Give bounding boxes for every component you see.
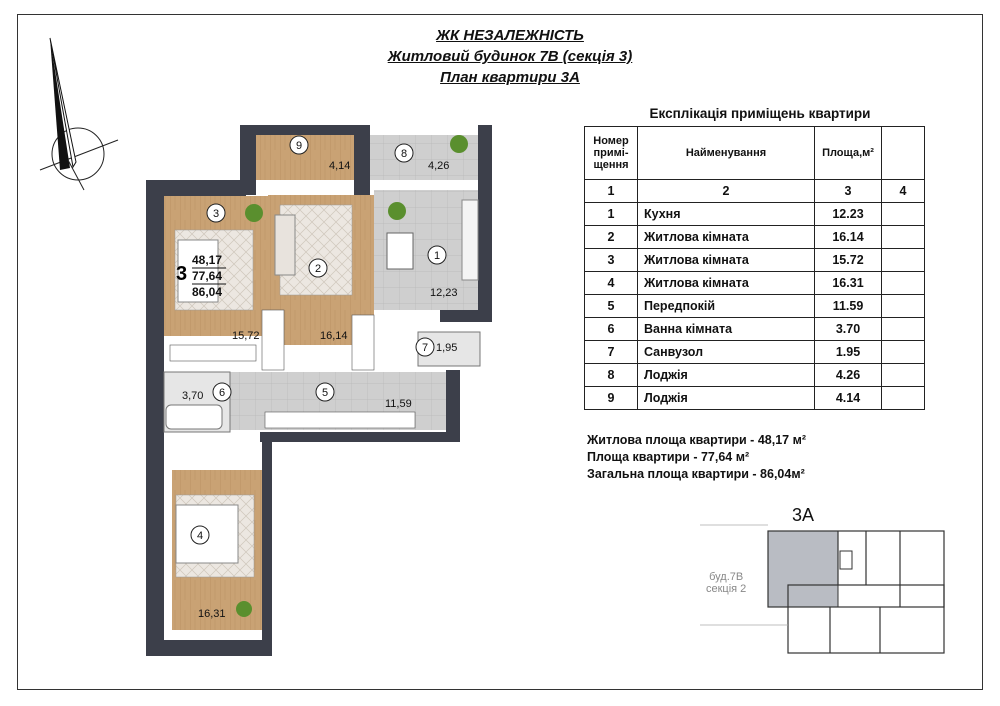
room-4-area: 16,31	[198, 608, 226, 620]
room-num: 9	[584, 386, 638, 410]
room-name: Лоджія	[637, 386, 815, 410]
index-cell: 2	[637, 179, 815, 203]
room-area: 12.23	[814, 202, 882, 226]
room-3-area: 15,72	[232, 330, 260, 342]
col-extra-header	[881, 126, 925, 180]
room-extra	[881, 317, 925, 341]
col-area-header: Площа,м²	[814, 126, 882, 180]
room-3-number: 3	[213, 208, 219, 220]
explication-table: Номер примі- щення Найменування Площа,м²…	[584, 126, 925, 410]
room-name: Санвузол	[637, 340, 815, 364]
room-num: 5	[584, 294, 638, 318]
room-8-area: 4,26	[428, 160, 449, 172]
room-1-area: 12,23	[430, 287, 458, 299]
rooms-count: 3	[176, 263, 187, 285]
room-9-area: 4,14	[329, 160, 350, 172]
room-extra	[881, 363, 925, 387]
room-area: 11.59	[814, 294, 882, 318]
room-2-area: 16,14	[320, 330, 348, 342]
room-name: Кухня	[637, 202, 815, 226]
room-name: Житлова кімната	[637, 225, 815, 249]
building-title: Житловий будинок 7В (секція 3)	[387, 48, 633, 65]
room-areas: 12,23 16,14 15,72 16,31 11,59 3,70 1,95 …	[182, 160, 458, 620]
table-index-row: 1 2 3 4	[584, 179, 925, 203]
room-1-number: 1	[434, 250, 440, 262]
room-extra	[881, 386, 925, 410]
room-8-number: 8	[401, 148, 407, 160]
room-area: 3.70	[814, 317, 882, 341]
room-2-number: 2	[315, 263, 321, 275]
room-area: 4.14	[814, 386, 882, 410]
living-area-summary: Житлова площа квартири - 48,17 м²	[587, 433, 806, 447]
stamp-apartment-area: 77,64	[192, 269, 222, 283]
room-num: 2	[584, 225, 638, 249]
col-number-header: Номер примі- щення	[584, 126, 638, 180]
room-name: Житлова кімната	[637, 248, 815, 272]
table-header-row: Номер примі- щення Найменування Площа,м²	[584, 126, 925, 180]
apartment-stamp: 3 48,17 77,64 86,04	[176, 253, 226, 299]
stamp-total-area: 86,04	[192, 285, 222, 299]
col-name-header: Найменування	[637, 126, 815, 180]
room-9-number: 9	[296, 140, 302, 152]
room-extra	[881, 294, 925, 318]
room-num: 8	[584, 363, 638, 387]
floor-plan: 1 2 3 4 5 6 7 8 9 12,23 16,14 15,72 16,3…	[39, 37, 492, 656]
room-5-number: 5	[322, 387, 328, 399]
room-area: 16.14	[814, 225, 882, 249]
room-num: 4	[584, 271, 638, 295]
room-extra	[881, 340, 925, 364]
room-7-area: 1,95	[436, 342, 457, 354]
room-num: 7	[584, 340, 638, 364]
room-num: 6	[584, 317, 638, 341]
room-name: Житлова кімната	[637, 271, 815, 295]
index-cell: 1	[584, 179, 638, 203]
total-area-summary: Загальна площа квартири - 86,04м²	[587, 467, 805, 481]
room-7-number: 7	[422, 342, 428, 354]
room-extra	[881, 248, 925, 272]
page-frame	[17, 14, 983, 690]
complex-title: ЖК НЕЗАЛЕЖНІСТЬ	[436, 27, 584, 44]
room-5-area: 11,59	[385, 398, 412, 410]
key-plan	[700, 524, 945, 654]
walls	[146, 125, 492, 656]
room-area: 4.26	[814, 363, 882, 387]
plant-icon	[236, 135, 468, 617]
keyplan-building-note: буд.7В секція 2	[706, 571, 746, 595]
room-area: 1.95	[814, 340, 882, 364]
north-arrow-icon	[39, 37, 119, 191]
room-extra	[881, 271, 925, 295]
keyplan-building-line2: секція 2	[706, 583, 747, 595]
index-cell: 3	[814, 179, 882, 203]
room-6-number: 6	[219, 387, 225, 399]
room-num: 3	[584, 248, 638, 272]
explication-title: Експлікація приміщень квартири	[649, 106, 871, 121]
index-cell: 4	[881, 179, 925, 203]
room-area: 15.72	[814, 248, 882, 272]
plan-title: План квартири 3А	[440, 69, 580, 86]
stamp-living-area: 48,17	[192, 253, 222, 267]
room-num: 1	[584, 202, 638, 226]
keyplan-building-line1: буд.7В	[709, 571, 744, 583]
room-6-area: 3,70	[182, 390, 203, 402]
room-extra	[881, 225, 925, 249]
room-name: Ванна кімната	[637, 317, 815, 341]
room-name: Передпокій	[637, 294, 815, 318]
room-markers: 1 2 3 4 5 6 7 8 9	[190, 135, 447, 545]
room-4-number: 4	[197, 530, 203, 542]
apartment-area-summary: Площа квартири - 77,64 м²	[587, 450, 750, 464]
room-area: 16.31	[814, 271, 882, 295]
room-name: Лоджія	[637, 363, 815, 387]
room-extra	[881, 202, 925, 226]
keyplan-apartment-label: 3А	[792, 505, 815, 525]
